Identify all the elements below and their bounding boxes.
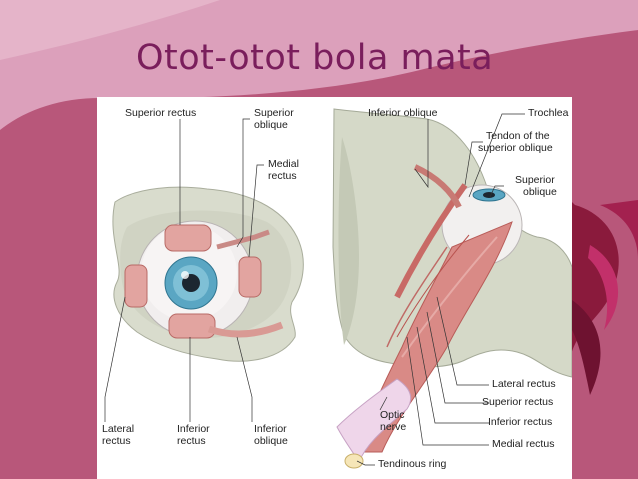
label-optic-nerve-1: Optic [380,409,405,421]
superior-oblique-tendon [216,229,270,250]
eye-muscles-figure: Superior rectus Superior oblique Medial … [97,97,572,479]
decorative-ornament [570,200,638,395]
label-inferior-rectus-1: Inferior [177,423,210,435]
tendinous-ring [344,453,364,469]
inferior-rectus-muscle [168,313,216,339]
inferior-oblique-muscle [207,321,284,338]
label-inferior-rectus-2: rectus [177,435,206,447]
label-optic-nerve-2: nerve [380,421,407,433]
superior-oblique-muscle [394,183,468,299]
label-tendon-superior-oblique-1: Tendon of the [486,130,550,142]
label-superior-oblique-right-2: oblique [523,186,557,198]
label-superior-oblique-left-1: Superior [254,107,294,119]
inferior-oblique-muscle-right [413,164,462,209]
label-inferior-oblique-right: Inferior oblique [368,107,438,119]
left-anterior-view [104,118,304,422]
label-trochlea: Trochlea [528,107,569,119]
slide-title: Otot-otot bola mata [136,38,494,78]
label-inferior-rectus-right: Inferior rectus [488,416,553,428]
label-superior-oblique-left-2: oblique [254,119,288,131]
label-tendon-superior-oblique-2: superior oblique [478,142,553,154]
label-inferior-oblique-left-2: oblique [254,435,288,447]
label-superior-oblique-right-1: Superior [515,174,555,186]
label-lateral-rectus-1: Lateral [102,423,135,435]
label-inferior-oblique-left-1: Inferior [254,423,287,435]
label-medial-rectus-2: rectus [268,170,297,182]
label-superior-rectus-right: Superior rectus [482,396,554,408]
label-lateral-rectus-right: Lateral rectus [492,378,556,390]
lateral-rectus-muscle [124,264,148,308]
label-lateral-rectus-2: rectus [102,435,131,447]
medial-rectus-muscle [238,256,262,298]
right-superior-view [332,108,572,469]
label-superior-rectus-left: Superior rectus [125,107,197,119]
anatomy-illustration [104,108,572,469]
label-medial-rectus-right: Medial rectus [492,438,555,450]
label-medial-rectus-1: Medial [268,158,299,170]
label-tendinous-ring: Tendinous ring [378,458,447,470]
superior-rectus-muscle [164,224,212,252]
